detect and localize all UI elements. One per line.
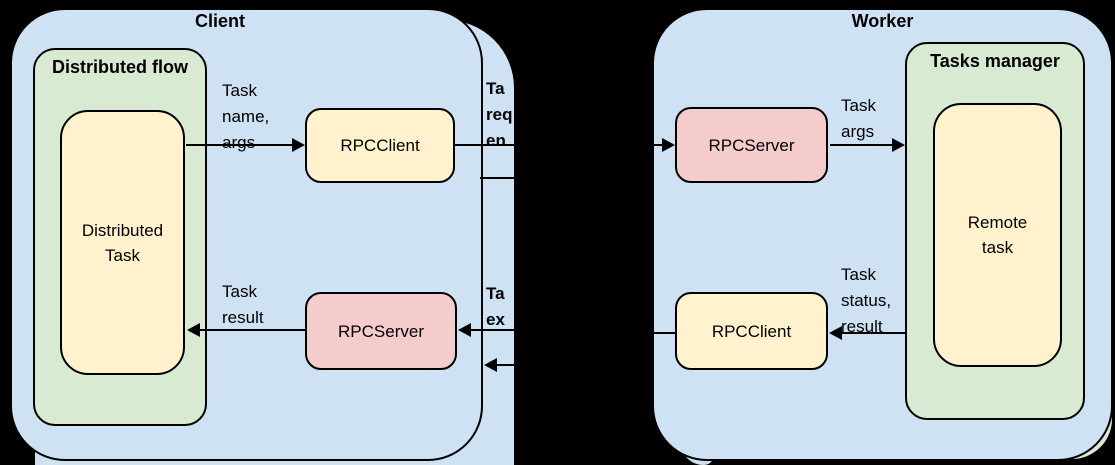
task-status-result-label: Task status, result	[841, 265, 892, 336]
arrowhead-right-icon	[292, 138, 305, 152]
queue-executed-label-fragment: Ta ex	[486, 284, 505, 329]
client-title: Client	[194, 11, 245, 31]
remote-task-label-line1: Remote	[967, 213, 1028, 232]
arrowhead-right-icon	[662, 138, 675, 152]
remote-task-node: Remote task	[933, 103, 1062, 367]
distributed-task-label-line2: Task	[105, 245, 140, 265]
connector-task-to-rpcclient	[186, 144, 292, 146]
connector-rpcserver-to-task	[199, 329, 305, 331]
black-occlusion-column	[516, 0, 652, 465]
arrowhead-left-icon	[829, 326, 842, 340]
client-rpcclient-label: RPCClient	[340, 136, 420, 155]
connector-rpcclient-to-queue	[455, 144, 516, 146]
connector-rpcclient-to-queue-left	[651, 332, 675, 334]
connector-queue-to-worker-rpcserver	[651, 144, 663, 146]
client-rpcserver-node: RPCServer	[305, 292, 457, 370]
connector-queue-stub-top	[480, 177, 516, 179]
distributed-task-node: Distributed Task	[60, 110, 185, 375]
task-name-args-label: Task name, args	[222, 81, 270, 152]
arrowhead-left-icon	[187, 323, 200, 337]
task-args-label: Task args	[841, 96, 876, 141]
connector-queue-to-rpcserver	[470, 329, 516, 331]
connector-queue-stub-bottom	[497, 364, 516, 366]
client-rpcserver-label: RPCServer	[338, 321, 424, 341]
worker-rpcserver-label: RPCServer	[708, 135, 795, 155]
worker-rpcclient-node: RPCClient	[675, 292, 828, 370]
worker-title: Worker	[851, 11, 914, 31]
tasks-manager-title: Tasks manager	[930, 51, 1060, 71]
distributed-task-label-line1: Distributed	[81, 220, 164, 240]
task-result-label: Task result	[222, 282, 264, 327]
arrowhead-left-icon	[458, 323, 471, 337]
arrowhead-right-icon	[892, 138, 905, 152]
worker-rpcclient-label: RPCClient	[711, 321, 792, 341]
distributed-flow-title: Distributed flow	[52, 57, 188, 77]
remote-task-label-line2: task	[981, 238, 1014, 257]
connector-rpcserver-to-manager	[830, 144, 893, 146]
connector-manager-to-rpcclient	[842, 332, 905, 334]
client-rpcclient-node: RPCClient	[305, 108, 455, 183]
arrowhead-left-icon	[484, 358, 497, 372]
queue-request-label-fragment: Ta req en	[486, 79, 513, 150]
worker-rpcserver-node: RPCServer	[675, 107, 828, 183]
